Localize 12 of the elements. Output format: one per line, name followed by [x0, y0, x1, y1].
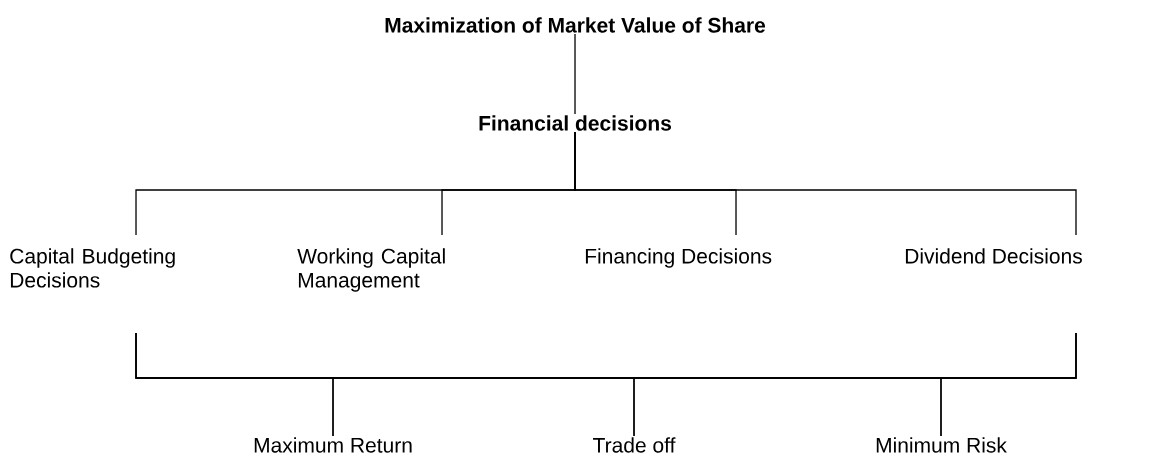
branch-label: Minimum Risk — [876, 437, 1007, 453]
tree-connector — [574, 131, 1077, 236]
connector-line — [574, 33, 576, 115]
branch-label: Financing Decisions — [585, 248, 772, 268]
branch-label: Capital Budgeting Decisions — [10, 248, 175, 288]
branch-label: Maximum Return — [254, 437, 412, 453]
branch-label: Dividend Decisions — [905, 248, 1082, 264]
heading-text: Financial decisions — [479, 115, 671, 131]
bracket-connector — [940, 332, 1077, 437]
heading-text: Maximization of Market Value of Share — [385, 17, 766, 33]
branch-label: Trade off — [593, 437, 676, 453]
branch-label: Working Capital Management — [297, 248, 445, 292]
